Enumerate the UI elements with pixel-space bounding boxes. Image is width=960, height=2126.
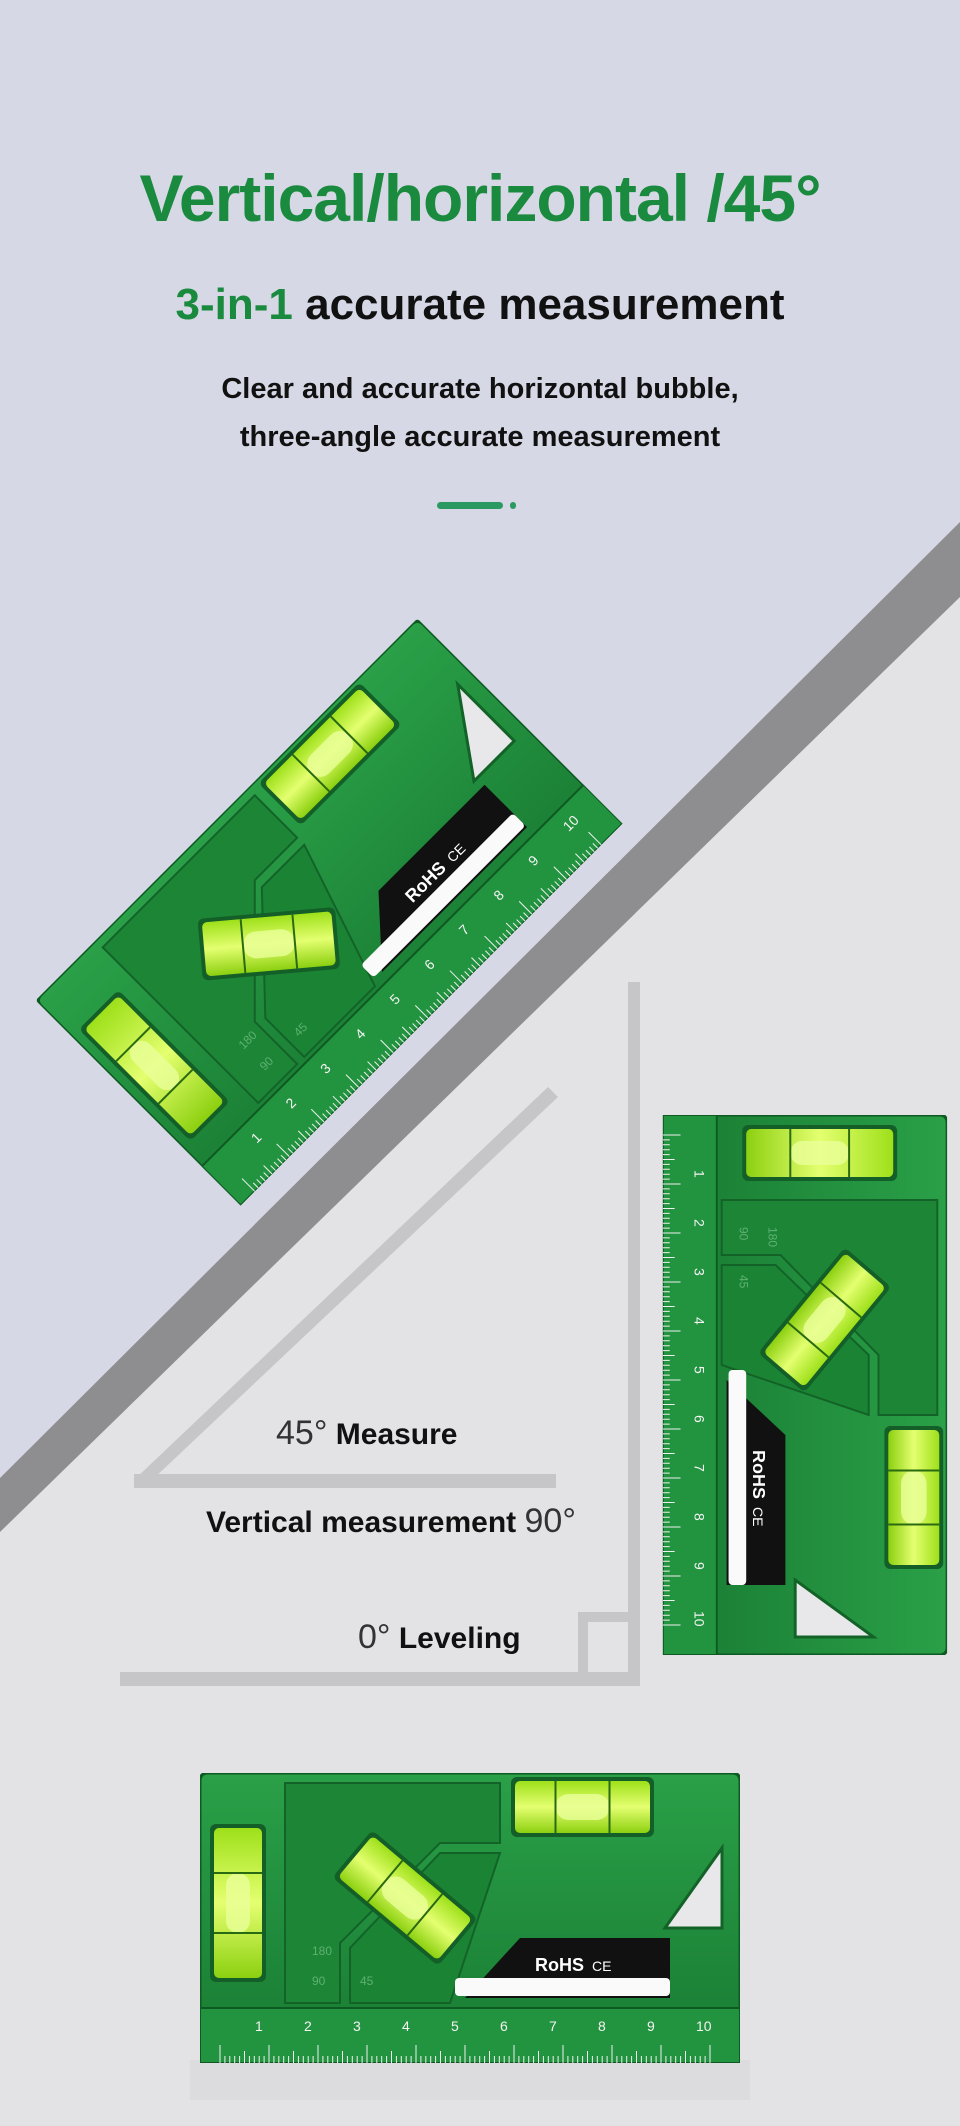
- subtitle: 3-in-1 accurate measurement: [0, 280, 960, 330]
- floor-shadow: [190, 2060, 750, 2100]
- rohs-label: RoHS CE: [726, 1370, 786, 1585]
- ruler-number: 7: [549, 2018, 557, 2034]
- ruler-number: 3: [691, 1268, 707, 1276]
- angle-90-value: 90°: [524, 1502, 576, 1540]
- ruler-number: 7: [691, 1464, 707, 1472]
- vial-horizontal: [260, 684, 400, 824]
- label-90-vertical: Vertical measurement 90°: [206, 1502, 576, 1541]
- protractor-label: 45: [291, 1020, 311, 1040]
- description-line-2: three-angle accurate measurement: [239, 421, 721, 453]
- protractor-label: 90: [736, 1227, 750, 1241]
- protractor-label: 180: [766, 1227, 780, 1247]
- divider-bar: [437, 502, 503, 509]
- protractor-label: 180: [312, 1944, 332, 1958]
- ruler-number: 4: [402, 2018, 410, 2034]
- label-0-leveling: 0° Leveling: [358, 1618, 521, 1657]
- ruler-scale: 1 2 3 4 5 6 7 8 9 10: [662, 1115, 718, 1655]
- ruler-number: 2: [304, 2018, 312, 2034]
- ruler-number: 5: [451, 2018, 459, 2034]
- angle-45-label: Measure: [335, 1418, 458, 1451]
- rohs-text: RoHS: [749, 1450, 769, 1499]
- ruler-number: 5: [691, 1366, 707, 1374]
- subtitle-rest: accurate measurement: [305, 280, 785, 329]
- protractor-label: 90: [312, 1974, 326, 1988]
- ruler-number: 6: [691, 1415, 707, 1423]
- ruler-number: 8: [598, 2018, 606, 2034]
- ruler-number: 9: [691, 1562, 707, 1570]
- triangle-cutout: [662, 1843, 724, 1930]
- ruler-number: 8: [691, 1513, 707, 1521]
- ruler-number: 10: [560, 812, 582, 834]
- ruler-scale: 1 2 3 4 5 6 7 8 9 10: [200, 2007, 740, 2063]
- vial-diagonal: [334, 1832, 476, 1964]
- protractor-label: 45: [736, 1275, 750, 1289]
- ruler-number: 10: [691, 1611, 707, 1627]
- vial-diagonal: [197, 907, 340, 981]
- ce-mark: CE: [592, 1958, 611, 1974]
- angle-45-guide: [134, 1087, 558, 1488]
- ruler-number: 1: [255, 2018, 263, 2034]
- vial-vertical: [742, 1125, 898, 1181]
- angle-90-label: Vertical measurement: [206, 1506, 517, 1539]
- vial-diagonal: [760, 1249, 889, 1391]
- angle-90-guide: [120, 982, 640, 1686]
- angle-0-value: 0°: [358, 1618, 391, 1656]
- ruler-number: 6: [500, 2018, 508, 2034]
- ruler-number: 1: [691, 1170, 707, 1178]
- ruler-number: 2: [691, 1219, 707, 1227]
- angle-45-value: 45°: [276, 1414, 328, 1452]
- vial-vertical: [210, 1824, 266, 1982]
- ruler-number: 10: [696, 2018, 712, 2034]
- vial-horizontal: [884, 1426, 944, 1569]
- diagonal-gray-band: [0, 522, 960, 1532]
- vial-vertical: [81, 992, 228, 1139]
- protractor-label: 90: [257, 1054, 277, 1074]
- vial-horizontal: [511, 1777, 654, 1837]
- description-line-1: Clear and accurate horizontal bubble,: [221, 373, 739, 405]
- ruler-number: 3: [353, 2018, 361, 2034]
- triangle-cutout: [793, 1577, 879, 1639]
- page-title: Vertical/horizontal /45°: [139, 161, 822, 235]
- angle-0-label: Leveling: [398, 1622, 521, 1655]
- divider-dot: [510, 502, 516, 509]
- protractor-label: 45: [360, 1974, 374, 1988]
- label-45-measure: 45° Measure: [276, 1414, 458, 1453]
- ce-mark: CE: [750, 1507, 766, 1526]
- subtitle-highlight: 3-in-1: [175, 280, 293, 329]
- ruler-number: 4: [691, 1317, 707, 1325]
- ruler-number: 9: [647, 2018, 655, 2034]
- triangle-cutout: [455, 679, 517, 785]
- rohs-label: RoHS CE: [455, 1938, 670, 1998]
- rohs-text: RoHS: [535, 1955, 584, 1975]
